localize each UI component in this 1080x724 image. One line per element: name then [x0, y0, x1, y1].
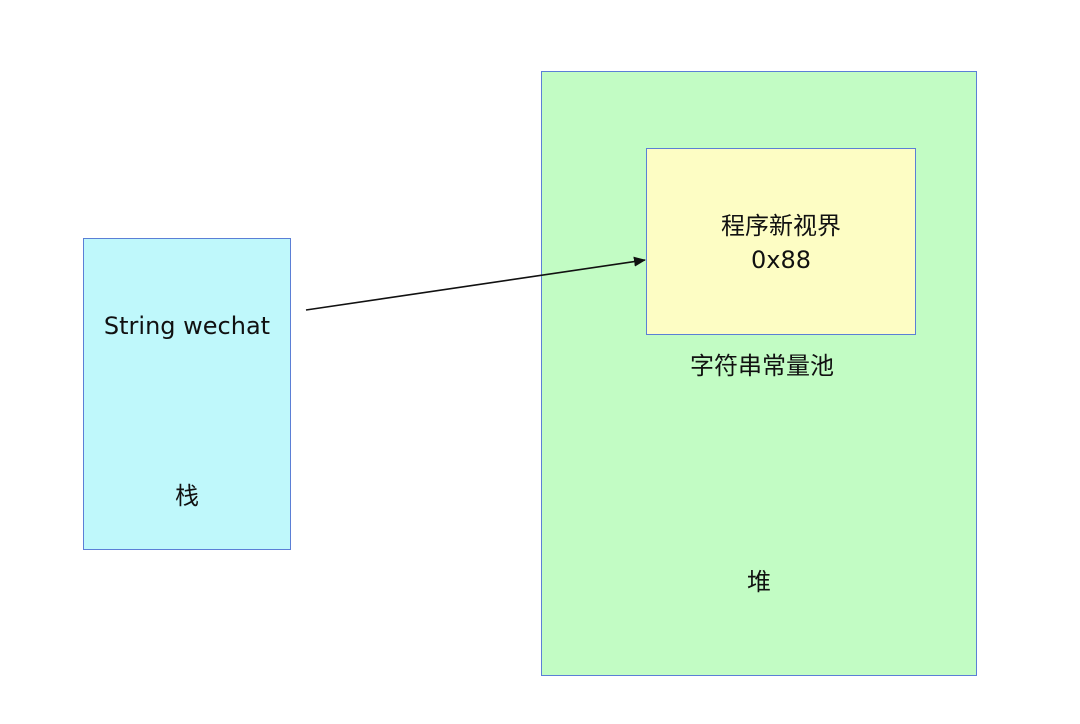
stack-variable-label: String wechat: [103, 312, 271, 340]
string-value-label: 程序新视界: [721, 212, 841, 240]
stack-region: [83, 238, 291, 550]
string-address-label: 0x88: [750, 246, 811, 274]
stack-region-label: 栈: [175, 482, 199, 510]
string-pool-label: 字符串常量池: [690, 352, 834, 380]
heap-region-label: 堆: [747, 568, 771, 596]
string-pool-region: [646, 148, 916, 335]
